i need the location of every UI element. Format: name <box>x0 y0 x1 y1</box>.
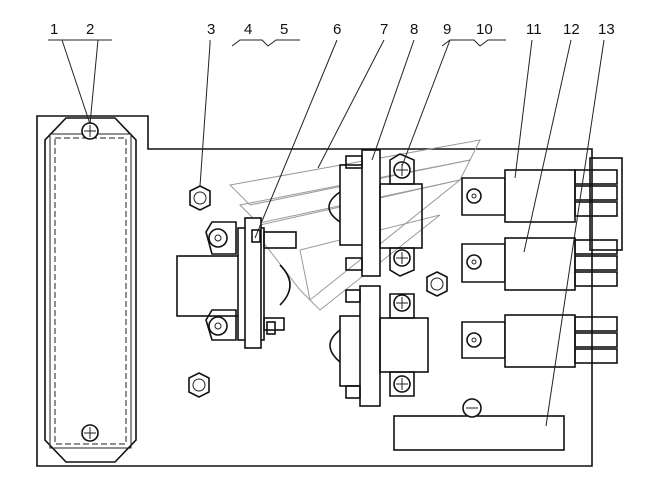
relay-block-middle <box>461 237 618 291</box>
callout-5: 5 <box>280 21 288 38</box>
cross-screw-icon <box>393 161 411 179</box>
cover-plate <box>44 117 137 463</box>
hex-nut-icon <box>189 185 211 211</box>
base-plate <box>36 115 593 467</box>
cross-screw-icon <box>81 122 99 140</box>
callout-4: 4 <box>244 21 252 38</box>
upper-middle-connector <box>328 149 423 277</box>
callout-8: 8 <box>410 21 418 38</box>
callout-2: 2 <box>86 21 94 38</box>
callout-11: 11 <box>526 21 542 38</box>
hex-nut-icon <box>188 372 210 398</box>
cross-screw-icon <box>393 294 411 312</box>
callout-10: 10 <box>476 21 493 38</box>
callout-13: 13 <box>598 21 615 38</box>
callout-9: 9 <box>443 21 451 38</box>
leader-lines <box>48 39 605 427</box>
callout-3: 3 <box>207 21 215 38</box>
cross-screw-icon <box>393 375 411 393</box>
left-connector <box>176 217 297 349</box>
callout-12: 12 <box>563 21 580 38</box>
hex-nut-icon <box>426 271 448 297</box>
callout-1: 1 <box>50 21 58 38</box>
cross-screw-icon <box>393 249 411 267</box>
cross-screw-icon <box>81 424 99 442</box>
relay-block-bottom <box>461 314 618 368</box>
lower-middle-connector <box>329 285 429 407</box>
callout-7: 7 <box>380 21 388 38</box>
callout-6: 6 <box>333 21 341 38</box>
terminal-strip <box>393 398 565 451</box>
